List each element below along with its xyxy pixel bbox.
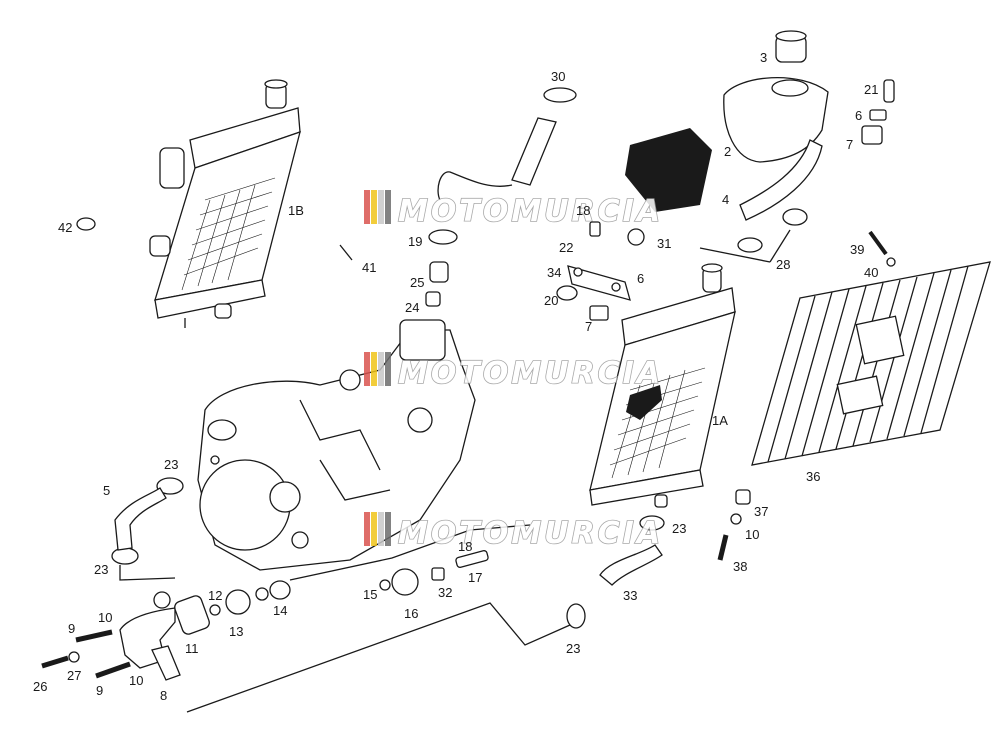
part-label-4: 4	[722, 192, 729, 207]
part-label-6: 6	[855, 108, 862, 123]
watermark-3: MOTOMURCIA	[364, 512, 663, 552]
part-label-8: 8	[160, 688, 167, 703]
part-label-20: 20	[544, 293, 558, 308]
part-label-11: 11	[185, 641, 199, 656]
watermark-bar-red	[364, 512, 370, 546]
watermark-text: MOTOMURCIA	[398, 194, 663, 229]
part-label-17: 17	[468, 570, 482, 585]
part-label-18: 18	[458, 539, 472, 554]
part-label-21: 21	[864, 82, 878, 97]
watermark-bar-dark	[385, 352, 391, 386]
watermark-text: MOTOMURCIA	[398, 516, 663, 551]
part-label-24: 24	[405, 300, 419, 315]
heat-shield-black	[625, 128, 712, 212]
part-label-39: 39	[850, 242, 864, 257]
part-label-1b: 1B	[288, 203, 304, 218]
watermark-group: MOTOMURCIA MOTOMURCIA MOTOMURCIA	[364, 190, 663, 552]
part-label-22: 22	[559, 240, 573, 255]
bracket-34	[567, 265, 631, 301]
part-label-41: 41	[362, 260, 376, 275]
part-label-26: 26	[33, 679, 47, 694]
part-label-31: 31	[657, 236, 671, 251]
part-label-6: 6	[637, 271, 644, 286]
watermark-1: MOTOMURCIA	[364, 190, 663, 230]
watermark-2: MOTOMURCIA	[364, 352, 663, 392]
part-label-37: 37	[754, 504, 768, 519]
part-label-30: 30	[551, 69, 565, 84]
part-label-1a: 1A	[712, 413, 728, 428]
part-label-42: 42	[58, 220, 72, 235]
part-label-5: 5	[103, 483, 110, 498]
engine-block	[197, 319, 476, 571]
watermark-bar-light	[378, 190, 384, 224]
part-number-labels: 1B 42 30 3 21 6 7 2 4 19 41 18 22 31 28 …	[33, 50, 878, 703]
part-label-9: 9	[68, 621, 75, 636]
radiator-1b	[149, 79, 301, 328]
watermark-bar-dark	[385, 190, 391, 224]
radiator-grille-36	[751, 261, 991, 466]
watermark-bar-dark	[385, 512, 391, 546]
part-label-33: 33	[623, 588, 637, 603]
part-label-16: 16	[404, 606, 418, 621]
water-pump-assembly	[41, 580, 291, 681]
upper-hose-30	[437, 87, 577, 201]
small-fittings	[76, 79, 896, 629]
part-label-38: 38	[733, 559, 747, 574]
part-label-7: 7	[585, 319, 592, 334]
part-label-15: 15	[363, 587, 377, 602]
part-label-23: 23	[94, 562, 108, 577]
part-label-23: 23	[164, 457, 178, 472]
part-label-23: 23	[566, 641, 580, 656]
part-label-36: 36	[806, 469, 820, 484]
watermark-bar-yellow	[371, 352, 377, 386]
watermark-bar-red	[364, 190, 370, 224]
watermark-bar-light	[378, 352, 384, 386]
part-label-34: 34	[547, 265, 561, 280]
part-label-12: 12	[208, 588, 222, 603]
part-label-9: 9	[96, 683, 103, 698]
radiator-1a	[589, 263, 736, 508]
part-label-3: 3	[760, 50, 767, 65]
watermark-bar-yellow	[371, 512, 377, 546]
part-label-10: 10	[129, 673, 143, 688]
watermark-bar-yellow	[371, 190, 377, 224]
part-label-28: 28	[776, 257, 790, 272]
part-label-27: 27	[67, 668, 81, 683]
watermark-bar-red	[364, 352, 370, 386]
part-label-23: 23	[672, 521, 686, 536]
hose-5	[114, 487, 167, 551]
part-label-40: 40	[864, 265, 878, 280]
part-label-18: 18	[576, 203, 590, 218]
watermark-bar-light	[378, 512, 384, 546]
part-label-10: 10	[98, 610, 112, 625]
part-label-19: 19	[408, 234, 422, 249]
lower-hose-33	[599, 544, 663, 586]
watermark-text: MOTOMURCIA	[398, 356, 663, 391]
part-label-25: 25	[410, 275, 424, 290]
hose-routing-lines	[119, 229, 791, 713]
part-label-10: 10	[745, 527, 759, 542]
part-label-32: 32	[438, 585, 452, 600]
part-label-2: 2	[724, 144, 731, 159]
part-label-7: 7	[846, 137, 853, 152]
part-label-13: 13	[229, 624, 243, 639]
expansion-tank-2	[723, 30, 829, 221]
part-label-14: 14	[273, 603, 287, 618]
